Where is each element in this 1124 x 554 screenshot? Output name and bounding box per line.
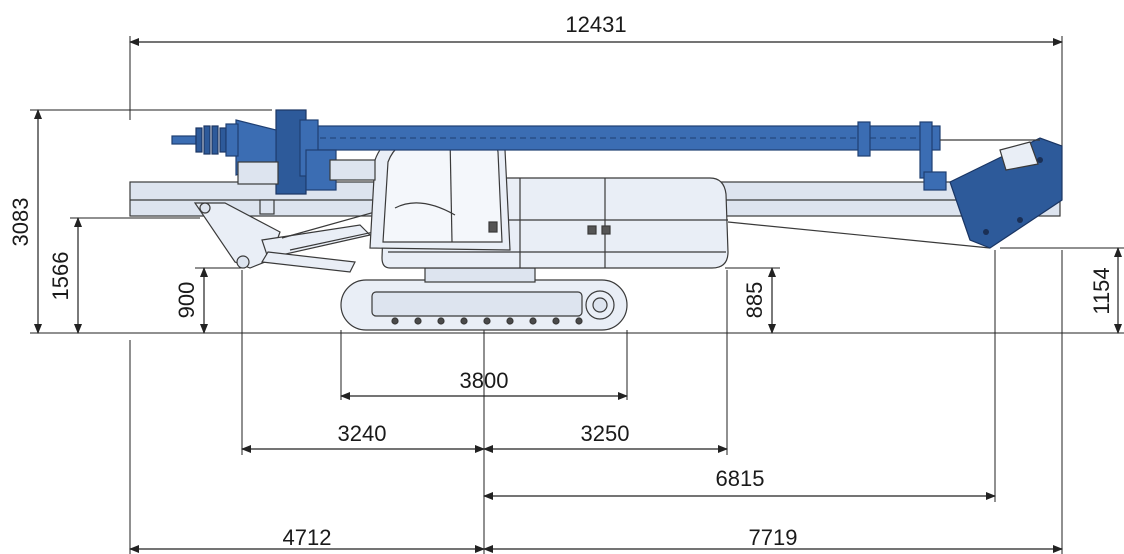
front-head xyxy=(949,137,1063,249)
track-rollers xyxy=(391,317,583,325)
dim-front-7719: 7719 xyxy=(749,525,798,550)
dim-overall-height: 3083 xyxy=(8,198,33,247)
dimension-lines xyxy=(34,38,1122,553)
dim-rear-3240: 3240 xyxy=(338,421,387,446)
dim-track-length: 3800 xyxy=(460,368,509,393)
dim-height-1566: 1566 xyxy=(48,252,73,301)
dim-height-900: 900 xyxy=(174,282,199,319)
extension-lines xyxy=(30,36,1124,554)
dim-height-885: 885 xyxy=(742,282,767,319)
dim-height-1154: 1154 xyxy=(1089,267,1114,314)
dim-front-6815: 6815 xyxy=(716,466,765,491)
dim-overall-length: 12431 xyxy=(565,12,626,37)
rotary-drive xyxy=(235,109,376,215)
dim-rear-4712: 4712 xyxy=(283,525,332,550)
drill-tool xyxy=(171,123,239,157)
dimension-labels: 12431 3083 1566 900 885 1154 3800 3240 3… xyxy=(8,12,1114,550)
dim-front-3250: 3250 xyxy=(581,421,630,446)
drilling-rig xyxy=(129,109,1063,331)
